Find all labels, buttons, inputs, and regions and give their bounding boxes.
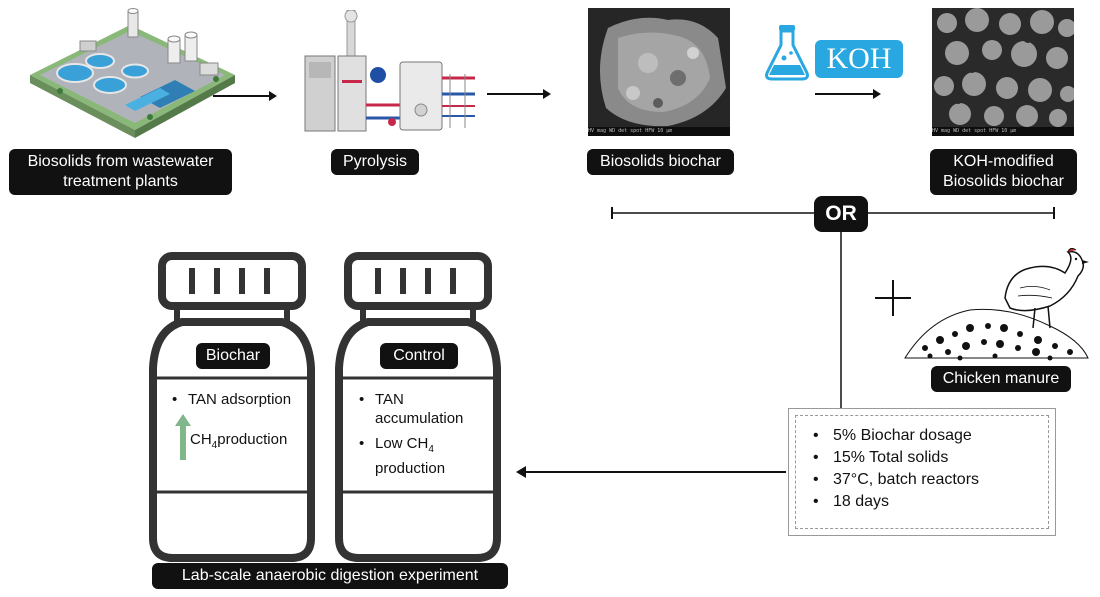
biochar-ch4-prefix: CH bbox=[190, 431, 212, 448]
control-bottle-list: TAN accumulation Low CH4 production bbox=[357, 390, 497, 484]
experiment-label: Lab-scale anaerobic digestion experiment bbox=[152, 563, 508, 589]
control-bottle-label: Control bbox=[380, 343, 458, 369]
control-bottle bbox=[335, 252, 501, 562]
control-ch4-suffix: production bbox=[375, 460, 446, 477]
koh-biochar-label: KOH-modified Biosolids biochar bbox=[930, 149, 1077, 195]
biochar-bottle-list: TAN adsorption bbox=[170, 390, 310, 415]
or-badge: OR bbox=[814, 196, 868, 232]
biochar-bottle-label: Biochar bbox=[196, 343, 270, 369]
chicken-manure-label: Chicken manure bbox=[931, 366, 1071, 392]
arrow-biochar-to-koh bbox=[815, 89, 881, 99]
koh-label-line2: Biosolids biochar bbox=[943, 173, 1064, 190]
biochar-item-ch4: CH4production bbox=[190, 430, 287, 455]
biochar-ch4-suffix: production bbox=[217, 431, 288, 448]
control-item-ch4: Low CH4 production bbox=[357, 434, 497, 478]
koh-biochar-sem-image: HV mag WD det spot HFW 10 µm bbox=[932, 8, 1074, 136]
condition-duration: 18 days bbox=[811, 491, 979, 513]
plus-icon bbox=[875, 280, 911, 316]
wwtp-label-line1: Biosolids from wastewater bbox=[27, 153, 214, 170]
biochar-bottle bbox=[149, 252, 315, 562]
arrow-pyrolysis-to-biochar bbox=[487, 89, 551, 99]
chicken-illustration bbox=[904, 248, 1089, 361]
condition-dosage: 5% Biochar dosage bbox=[811, 425, 979, 447]
flask-icon bbox=[765, 25, 809, 81]
sem-footer: HV mag WD det spot HFW 10 µm bbox=[588, 127, 730, 136]
biochar-item-tan: TAN adsorption bbox=[170, 390, 310, 409]
wwtp-label: Biosolids from wastewater treatment plan… bbox=[9, 149, 232, 195]
koh-badge: KOH bbox=[815, 40, 903, 78]
conditions-box: 5% Biochar dosage 15% Total solids 37°C,… bbox=[788, 408, 1056, 536]
control-tan-line2: accumulation bbox=[375, 410, 464, 427]
koh-label-line1: KOH-modified bbox=[953, 153, 1054, 170]
wastewater-plant-illustration bbox=[30, 8, 235, 138]
pyrolysis-boiler-illustration bbox=[304, 10, 475, 132]
arrow-conditions-to-bottles bbox=[516, 466, 786, 478]
biochar-sem-image: HV mag WD det spot HFW 10 µm bbox=[588, 8, 730, 136]
condition-temperature: 37°C, batch reactors bbox=[811, 469, 979, 491]
control-ch4-sub: 4 bbox=[428, 444, 434, 455]
arrow-wwtp-to-pyrolysis bbox=[213, 91, 277, 101]
condition-total-solids: 15% Total solids bbox=[811, 447, 979, 469]
conditions-list: 5% Biochar dosage 15% Total solids 37°C,… bbox=[811, 425, 979, 513]
conditions-box-inner bbox=[795, 415, 1049, 529]
control-item-tan: TAN accumulation bbox=[357, 390, 497, 428]
control-tan-line1: TAN bbox=[375, 391, 404, 408]
biochar-ch4-sub: 4 bbox=[211, 440, 218, 451]
pyrolysis-label: Pyrolysis bbox=[331, 149, 419, 175]
wwtp-label-line2: treatment plants bbox=[63, 173, 178, 190]
up-arrow-icon bbox=[175, 414, 191, 460]
biochar-label: Biosolids biochar bbox=[587, 149, 734, 175]
sem-footer: HV mag WD det spot HFW 10 µm bbox=[932, 127, 1074, 136]
control-ch4-prefix: Low CH bbox=[375, 435, 429, 452]
